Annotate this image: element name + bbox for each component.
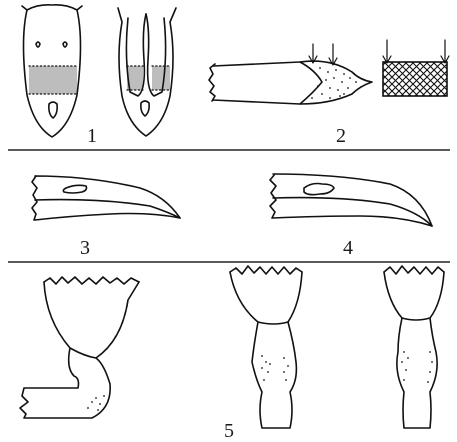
- panel-1-head-views: 1: [22, 5, 176, 147]
- panel-3-label: 3: [80, 237, 90, 259]
- panel-5-specimens: 5: [20, 266, 444, 442]
- panel-1-label: 1: [87, 125, 97, 147]
- arrow-1: [309, 44, 317, 63]
- specimen-straight-1: [230, 266, 302, 428]
- mesh-block: [383, 40, 449, 96]
- panel-3-stylet: 3: [32, 176, 180, 259]
- specimen-bent: [20, 277, 139, 418]
- panel-4-stylet: 4: [270, 174, 432, 259]
- stipple-c: [401, 351, 433, 383]
- panel-2-tube-views: 2: [209, 40, 449, 147]
- specimen-straight-2: [384, 266, 444, 428]
- arrow-3: [383, 40, 391, 63]
- panel-2-label: 2: [336, 125, 346, 147]
- stipple-b: [261, 355, 289, 381]
- head-section-view: [118, 8, 176, 136]
- head-dorsal-view: [22, 5, 82, 137]
- arrow-2: [329, 44, 337, 65]
- arrow-4: [441, 40, 449, 63]
- panel-4-label: 4: [343, 237, 353, 259]
- stipple-a: [87, 395, 105, 411]
- panel-5-label: 5: [224, 420, 234, 442]
- tube-side-view: [209, 44, 372, 104]
- shaded-band: [29, 66, 77, 94]
